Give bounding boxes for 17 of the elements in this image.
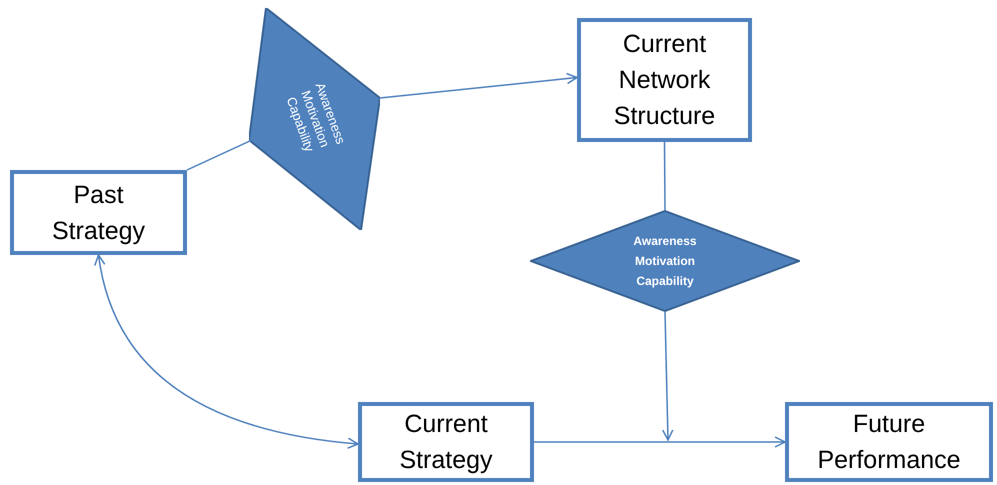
- process-box: [10, 170, 187, 255]
- connector-line: [186, 139, 252, 171]
- box-label: Current Strategy: [398, 409, 494, 476]
- box-label: Past Strategy: [50, 180, 146, 246]
- box-label: Current Network Structure: [612, 29, 716, 132]
- arrow: [380, 72, 578, 99]
- arrow: [534, 436, 786, 448]
- arrow: [94, 254, 359, 449]
- arrow: [662, 312, 674, 441]
- shape-label: Awareness Motivation Capability: [632, 233, 698, 290]
- process-box: [577, 18, 752, 142]
- decision-diamond: [530, 210, 800, 312]
- process-box: [358, 402, 534, 482]
- parallelogram-shape: [249, 8, 380, 230]
- connector-line: [664, 142, 666, 210]
- process-box: [785, 402, 993, 482]
- box-label: Future Performance: [816, 409, 962, 476]
